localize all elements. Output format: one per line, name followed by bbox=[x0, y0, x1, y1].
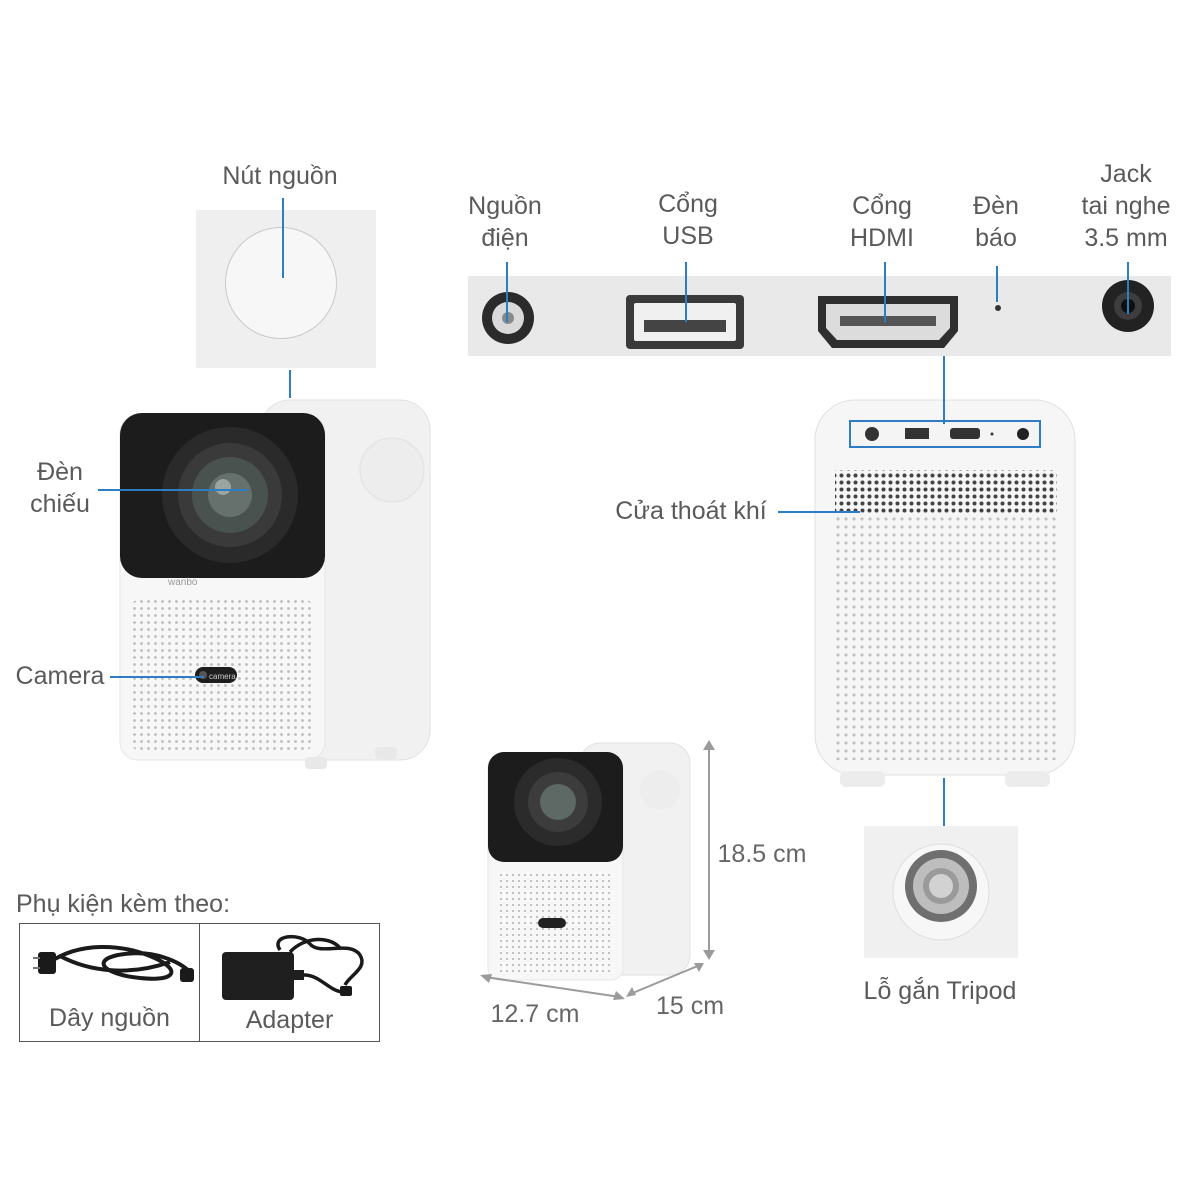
power-button-closeup bbox=[196, 210, 376, 368]
accessory-adapter-label: Adapter bbox=[245, 1006, 334, 1034]
projector-dimension-illustration bbox=[487, 742, 691, 981]
indicator-light-label: Đèn báo bbox=[973, 192, 1019, 252]
height-dimension: 18.5 cm bbox=[717, 840, 807, 868]
usb-port-label: Cổng USB bbox=[658, 190, 718, 250]
tripod-mount-closeup bbox=[864, 826, 1018, 958]
hdmi-port-label: Cổng HDMI bbox=[850, 192, 914, 252]
power-cable-icon bbox=[33, 944, 194, 982]
accessories-title: Phụ kiện kèm theo: bbox=[16, 890, 231, 918]
width-dimension: 12.7 cm bbox=[490, 1000, 580, 1028]
svg-text:camera: camera bbox=[209, 672, 236, 681]
depth-dimension: 15 cm bbox=[655, 992, 725, 1020]
width-depth-arrows bbox=[480, 963, 704, 1000]
power-button-label: Nút nguồn bbox=[222, 162, 338, 190]
power-input-label: Nguồn điện bbox=[468, 192, 542, 252]
accessories-table: Dây nguồn Adapter bbox=[19, 923, 380, 1042]
power-button-icon bbox=[225, 227, 337, 339]
audio-jack-label: Jack tai nghe 3.5 mm bbox=[1081, 160, 1171, 252]
height-arrow bbox=[708, 745, 710, 955]
accessory-cable-label: Dây nguồn bbox=[49, 1004, 170, 1032]
accessory-cable-cell: Dây nguồn bbox=[20, 924, 200, 1041]
accessory-adapter-cell: Adapter bbox=[200, 924, 379, 1041]
svg-text:wanbo: wanbo bbox=[167, 577, 198, 588]
camera-label: Camera bbox=[15, 662, 105, 690]
projector-rear-illustration bbox=[814, 399, 1076, 787]
air-vent-label: Cửa thoát khí bbox=[615, 497, 767, 525]
speaker-grill-icon bbox=[359, 437, 425, 503]
tripod-mount-label: Lỗ gắn Tripod bbox=[863, 977, 1017, 1005]
camera-badge-icon bbox=[195, 667, 237, 683]
power-adapter-icon bbox=[222, 934, 364, 1000]
projector-front-illustration: wanbo camera bbox=[119, 399, 431, 769]
rear-port-panel bbox=[849, 420, 1041, 448]
projector-lamp-label: Đèn chiếu bbox=[30, 458, 90, 518]
indicator-light-icon bbox=[995, 305, 1001, 311]
port-strip-illustration bbox=[482, 280, 1154, 349]
